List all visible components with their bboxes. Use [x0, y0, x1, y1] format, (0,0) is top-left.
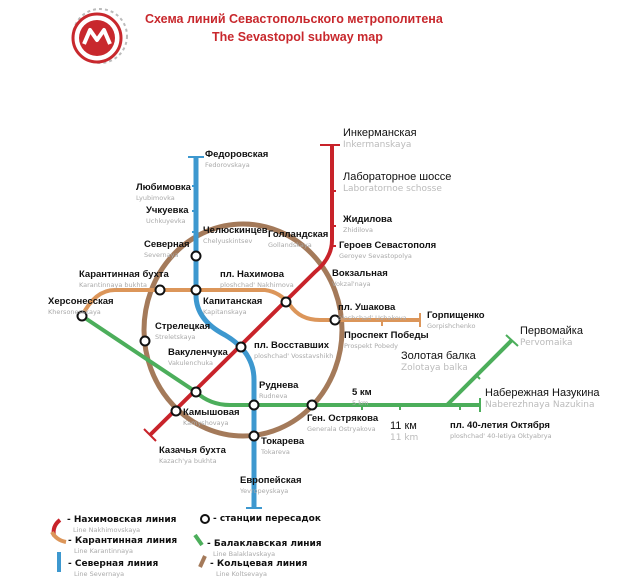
koltsevaya-line	[141, 221, 345, 439]
title-en: The Sevastopol subway map	[212, 30, 383, 44]
severnaya-line	[193, 157, 257, 508]
metro-logo	[71, 8, 128, 64]
nakhimovskaya-line	[148, 145, 334, 437]
title-ru: Схема линий Севастопольского метрополите…	[145, 12, 443, 26]
legend-item-interchange: - станции пересадок	[213, 514, 321, 524]
legend-swatches	[50, 514, 210, 572]
interchange-stations	[76, 250, 341, 442]
karantinnaya-line	[80, 288, 420, 322]
